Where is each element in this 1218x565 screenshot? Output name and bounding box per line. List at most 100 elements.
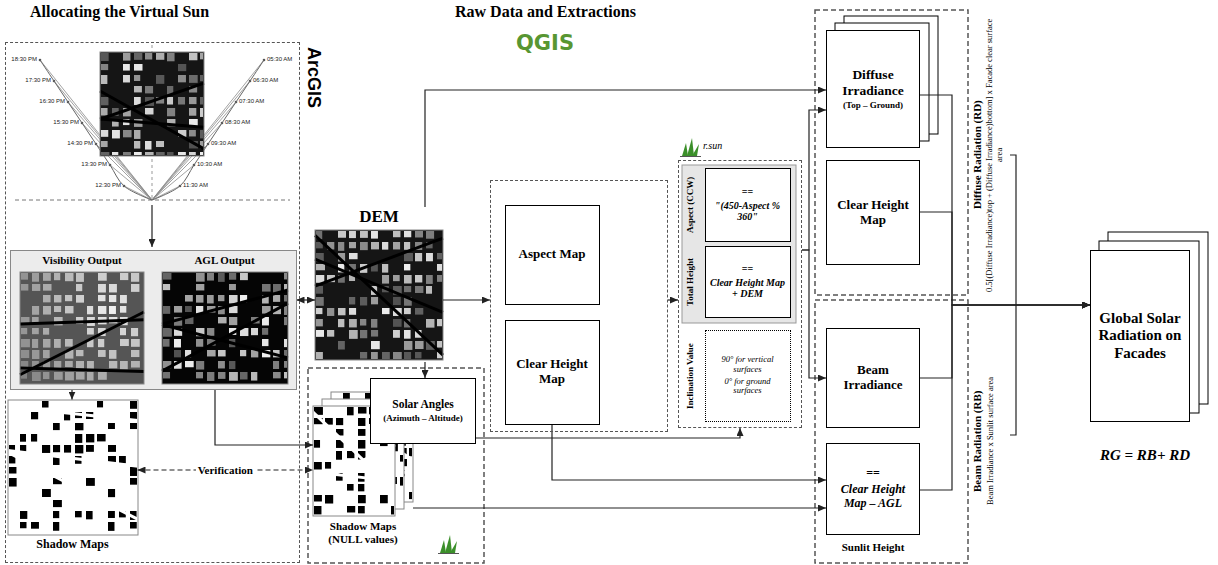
map-ground [20,272,144,384]
building [54,339,61,348]
map-ground [8,400,138,535]
building [108,423,115,429]
building [108,522,114,531]
street [20,368,144,372]
building [32,328,39,334]
building [76,361,84,369]
building [167,108,175,116]
building [273,372,281,378]
building [314,440,320,448]
formula-label: RG = RB+ RD [1080,447,1210,464]
image-caption: Shadow Maps (NULL values) [313,520,413,545]
building [426,253,433,261]
building [178,97,185,105]
building [240,273,248,280]
building [87,372,94,381]
building [174,350,181,357]
building [108,489,115,497]
building [218,273,225,282]
building [207,350,216,356]
map-image-box: DEM [315,207,443,362]
map-image-box: Shadow Maps [8,400,138,557]
building [120,273,128,280]
building [437,264,442,271]
building [316,319,323,326]
bracket [1010,155,1016,435]
building [9,478,17,487]
grass-blade [682,143,688,156]
parameter-name: Aspect (CCW) [685,168,695,242]
dashed-group [815,300,968,563]
text-area: Solar Angles(Azimuth – Altitude) [371,379,475,443]
building [314,462,322,469]
time-label: 07:30 AM [239,98,269,105]
formula-label: Beam Irradiance x Sunlit surface area [986,322,996,560]
building [42,412,48,418]
building [360,231,368,238]
building [109,306,116,314]
image-heading: DEM [315,207,443,227]
building [262,339,268,346]
grass-base [680,156,701,157]
building [42,489,51,497]
node-text: == [866,467,880,481]
building [185,306,192,312]
building [229,361,235,369]
software-logo: r.sun [703,140,722,152]
building [31,434,37,442]
building [130,456,137,464]
time-label: 12:30 PM [91,182,121,189]
connector [71,390,72,400]
building [123,53,130,61]
building [97,478,105,484]
building [108,478,116,486]
building [371,242,379,249]
building [134,53,142,60]
building [358,429,365,436]
building [404,242,410,250]
building [53,500,62,507]
connector [476,428,740,438]
building [409,481,412,489]
image-heading: AGL Output [154,254,296,267]
node-text: 90° for vertical surfaces [710,355,786,375]
building [98,339,104,347]
building [101,108,108,116]
connector-label: Verification [196,464,255,477]
building [130,478,137,485]
building [65,273,73,281]
building [86,511,93,519]
building [167,152,174,155]
building [21,350,29,358]
building [200,97,203,104]
building [189,152,196,155]
building [336,451,342,460]
building [426,231,434,239]
map-image [315,230,443,360]
building [314,495,322,502]
building [415,253,422,261]
building [207,372,214,381]
building [218,350,226,356]
building [98,273,107,281]
building [31,412,38,419]
map-frame [8,400,138,535]
time-label: 17:30 PM [21,77,51,84]
node-text: "(450-Aspect % 360" [710,200,786,223]
formula-box: Aspect (CCW)=="(450-Aspect % 360" [685,168,793,242]
building [200,75,203,81]
building [393,231,400,237]
building [404,286,411,292]
formula-box: Total Height==Clear Height Map + DEM [685,246,793,318]
building [360,352,367,359]
building [31,522,39,529]
building [42,511,49,519]
building [382,352,390,359]
building [336,407,344,414]
sun-ray [40,60,152,200]
building [349,231,356,238]
building [200,152,203,155]
building [316,330,324,337]
process-box: Aspect Map [505,205,600,305]
